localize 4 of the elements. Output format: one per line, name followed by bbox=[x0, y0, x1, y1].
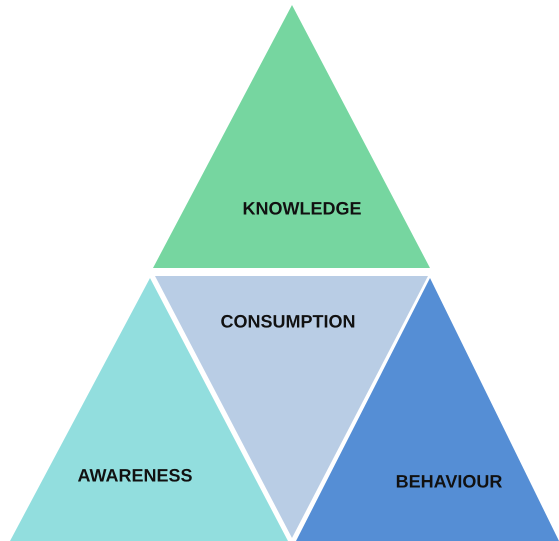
segment-label: KNOWLEDGE bbox=[242, 198, 362, 220]
segment-label: CONSUMPTION bbox=[220, 312, 356, 332]
segment-label: AWARENESS bbox=[77, 466, 193, 486]
segment-label: BEHAVIOUR bbox=[396, 472, 502, 492]
